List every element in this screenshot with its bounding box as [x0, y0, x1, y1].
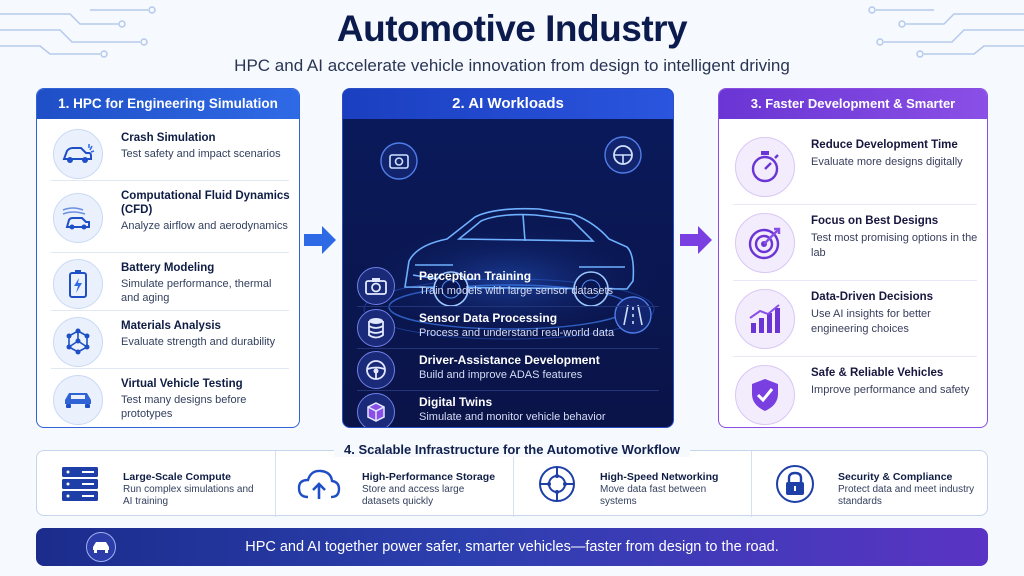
lock-icon [772, 461, 818, 507]
network-icon [534, 461, 580, 507]
ai-item-driver-assistance: Driver-Assistance Development Build and … [357, 349, 659, 391]
item-desc: Test safety and impact scenarios [121, 148, 281, 160]
hpc-item-virtual-vehicle-testing: Virtual Vehicle Testing Test many design… [51, 371, 289, 427]
hpc-item-battery-modeling: Battery Modeling Simulate performance, t… [51, 255, 289, 311]
hpc-panel: 1. HPC for Engineering Simulation Crash … [36, 88, 300, 428]
item-title: Crash Simulation [121, 132, 216, 144]
item-title: Large-Scale Compute [123, 471, 231, 483]
item-desc: Train models with large sensor datasets [419, 285, 614, 297]
infra-item-compute: Large-Scale Compute Run complex simulati… [37, 451, 273, 517]
battery-icon [53, 259, 103, 309]
item-title: Security & Compliance [838, 471, 953, 483]
item-desc: Evaluate more designs digitally [811, 156, 963, 168]
item-desc: Run complex simulations and AI training [123, 484, 254, 507]
infrastructure-panel: Large-Scale Compute Run complex simulati… [36, 450, 988, 517]
item-desc: Process and understand real-world data [419, 327, 615, 339]
molecule-icon [53, 317, 103, 367]
circuit-decoration-left [0, 6, 156, 58]
hpc-panel-header: 1. HPC for Engineering Simulation [37, 89, 299, 119]
item-desc: Move data fast between systems [600, 484, 707, 507]
infra-item-networking: High-Speed Networking Move data fast bet… [513, 451, 749, 517]
item-desc: Simulate performance, thermal and aging [121, 278, 272, 304]
item-title: Virtual Vehicle Testing [121, 378, 243, 390]
hpc-item-materials-analysis: Materials Analysis Evaluate strength and… [51, 313, 289, 369]
camera-icon [357, 267, 395, 305]
infra-item-security: Security & Compliance Protect data and m… [751, 451, 987, 517]
airflow-car-icon [53, 193, 103, 243]
item-title: Data-Driven Decisions [811, 291, 934, 303]
page-subtitle: HPC and AI accelerate vehicle innovation… [234, 56, 790, 75]
item-title: High-Performance Storage [362, 471, 496, 483]
dev-panel: 3. Faster Development & Smarter Decision… [718, 88, 988, 428]
item-title: Materials Analysis [121, 320, 221, 332]
bottom-banner: HPC and AI together power safer, smarter… [36, 528, 988, 566]
infrastructure-title: 4. Scalable Infrastructure for the Autom… [0, 442, 1024, 457]
stopwatch-icon [735, 137, 795, 197]
bar-chart-icon [735, 289, 795, 349]
item-title: Sensor Data Processing [419, 311, 558, 325]
item-title: Computational Fluid Dynamics (CFD) [121, 190, 290, 216]
item-title: Digital Twins [419, 395, 493, 409]
cloud-upload-icon [296, 461, 342, 507]
ai-item-perception-training: Perception Training Train models with la… [357, 265, 659, 307]
dev-item-reduce-time: Reduce Development Time Evaluate more de… [733, 131, 977, 205]
arrow-right-icon [680, 226, 712, 254]
item-desc: Build and improve ADAS features [419, 369, 583, 381]
crash-car-icon [53, 129, 103, 179]
item-desc: Simulate and monitor vehicle behavior [419, 411, 606, 423]
item-desc: Analyze airflow and aerodynamics [121, 220, 288, 232]
ai-panel: 2. AI Workloads [342, 88, 674, 428]
dev-item-best-designs: Focus on Best Designs Test most promisin… [733, 207, 977, 281]
dev-panel-header: 3. Faster Development & Smarter Decision… [719, 89, 987, 141]
item-title: Safe & Reliable Vehicles [811, 367, 944, 379]
ai-panel-header: 2. AI Workloads [343, 89, 673, 119]
wireframe-car-illustration [359, 136, 659, 340]
item-title: High-Speed Networking [600, 471, 719, 483]
item-desc: Improve performance and safety [811, 384, 970, 396]
cube-icon [357, 393, 395, 427]
infrastructure-title-text: 4. Scalable Infrastructure for the Autom… [334, 442, 690, 457]
hpc-item-cfd: Computational Fluid Dynamics (CFD) Analy… [51, 183, 290, 253]
item-desc: Evaluate strength and durability [121, 336, 276, 348]
hpc-item-crash-simulation: Crash Simulation Test safety and impact … [51, 125, 289, 181]
item-title: Reduce Development Time [811, 139, 958, 151]
car-icon [86, 532, 116, 562]
page-title: Automotive Industry [336, 8, 688, 49]
item-title: Driver-Assistance Development [419, 353, 600, 367]
server-icon [57, 461, 103, 507]
ai-item-sensor-data-processing: Sensor Data Processing Process and under… [357, 307, 659, 349]
shield-check-icon [735, 365, 795, 425]
item-title: Battery Modeling [121, 262, 215, 274]
dev-item-data-driven: Data-Driven Decisions Use AI insights fo… [733, 283, 977, 357]
ai-item-digital-twins: Digital Twins Simulate and monitor vehic… [357, 391, 659, 427]
banner-text: HPC and AI together power safer, smarter… [245, 539, 779, 555]
item-desc: Test many designs before prototypes [121, 394, 247, 420]
item-desc: Protect data and meet industry standards [838, 484, 975, 507]
item-title: Focus on Best Designs [811, 215, 939, 227]
circuit-decoration-right [868, 6, 1024, 58]
car-icon [53, 375, 103, 425]
steering-wheel-icon [357, 351, 395, 389]
infra-item-storage: High-Performance Storage Store and acces… [275, 451, 511, 517]
target-icon [735, 213, 795, 273]
database-icon [357, 309, 395, 347]
item-desc: Use AI insights for better engineering c… [811, 308, 931, 335]
arrow-right-icon [304, 226, 336, 254]
dev-item-safe-vehicles: Safe & Reliable Vehicles Improve perform… [733, 359, 977, 427]
item-title: Perception Training [419, 269, 532, 283]
item-desc: Store and access large datasets quickly [362, 484, 465, 507]
item-desc: Test most promising options in the lab [811, 232, 978, 259]
